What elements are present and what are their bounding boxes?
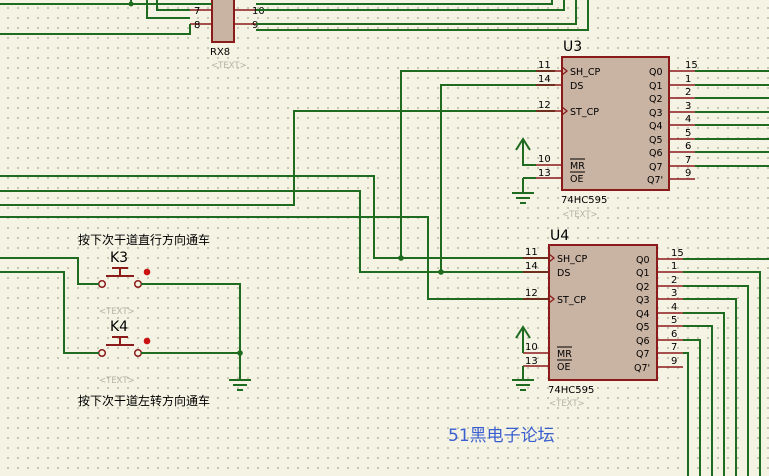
- u3-out-num-9: 9: [685, 168, 691, 179]
- u4-out-num-5: 5: [671, 315, 677, 326]
- u3-pin-name-sh-cp: SH_CP: [570, 67, 601, 78]
- u3-pin-name-oe: OE: [570, 174, 583, 185]
- u3-out-name-q7-prime: Q7': [647, 175, 663, 186]
- rx8-resistor-network[interactable]: 7 8 10 9 RX8 <TEXT>: [190, 0, 265, 71]
- rx8-wires: [0, 0, 589, 35]
- u3-part-label: 74HC595: [561, 195, 607, 206]
- k3-ref-label: K3: [110, 250, 128, 266]
- u3-out-name-q2: Q2: [649, 94, 663, 105]
- forum-watermark: 51黑电子论坛: [448, 426, 555, 446]
- u4-pin-num-13: 13: [525, 356, 538, 367]
- u3-pin-num-12: 12: [538, 100, 551, 111]
- u4-pin-name-mr: MR: [557, 349, 572, 360]
- rx8-body: [211, 0, 235, 43]
- u4-out-name-q1: Q1: [636, 268, 650, 279]
- rx8-pin-9: 9: [252, 20, 258, 31]
- u4-out-name-q4: Q4: [636, 309, 650, 320]
- u4-ground-icon: [512, 379, 534, 391]
- u3-out-name-q0: Q0: [649, 67, 663, 78]
- u4-part-label: 74HC595: [548, 385, 594, 396]
- rx8-pin-8: 8: [194, 20, 200, 31]
- u3-ref-label: U3: [563, 39, 582, 55]
- k3-caption: 按下次干道直行方向通车: [78, 232, 210, 247]
- u4-out-name-q0: Q0: [636, 255, 650, 266]
- u3-out-num-4: 4: [685, 114, 691, 125]
- u3-pin-name-mr: MR: [570, 161, 585, 172]
- u3-pin-num-11: 11: [538, 60, 551, 71]
- rx8-pin-10: 10: [252, 6, 265, 17]
- u3-output-wires: [695, 70, 769, 167]
- u3-out-num-6: 6: [685, 141, 691, 152]
- u4-pin-name-ds: DS: [557, 268, 570, 279]
- u3-text-placeholder: <TEXT>: [562, 210, 598, 220]
- u4-out-name-q7: Q7: [636, 349, 650, 360]
- u4-out-num-1: 1: [671, 261, 677, 272]
- u4-out-num-15: 15: [671, 248, 684, 259]
- u4-supply-wiring: [512, 325, 534, 391]
- u4-pin-name-sh-cp: SH_CP: [557, 254, 588, 265]
- u4-out-num-2: 2: [671, 275, 677, 286]
- u4-pin-num-11: 11: [525, 247, 538, 258]
- u3-ground-icon: [512, 192, 534, 204]
- u4-pin-num-14: 14: [525, 261, 538, 272]
- u4-out-num-3: 3: [671, 288, 677, 299]
- u4-pin-name-st-cp: ST_CP: [557, 295, 586, 306]
- u3-pin-name-st-cp: ST_CP: [570, 107, 599, 118]
- u3-out-num-5: 5: [685, 128, 691, 139]
- u4-out-num-6: 6: [671, 329, 677, 340]
- u3-out-name-q6: Q6: [649, 148, 663, 159]
- u4-out-name-q6: Q6: [636, 336, 650, 347]
- u4-out-name-q7-prime: Q7': [634, 363, 650, 374]
- u4-pin-name-oe: OE: [557, 362, 570, 373]
- u4-power-arrow-icon: [515, 325, 531, 339]
- rx8-ref-label: RX8: [210, 47, 230, 58]
- u3-out-num-15: 15: [685, 60, 698, 71]
- u4-pin-num-12: 12: [525, 288, 538, 299]
- k4-switch[interactable]: K4 <TEXT> 按下次干道左转方向通车: [78, 319, 210, 408]
- u3-out-num-2: 2: [685, 87, 691, 98]
- k3-contact-indicator-icon: [143, 268, 151, 276]
- k4-ref-label: K4: [110, 319, 128, 335]
- u3-out-name-q3: Q3: [649, 108, 663, 119]
- u3-pin-num-10: 10: [538, 154, 551, 165]
- u4-ref-label: U4: [550, 228, 569, 244]
- u4-out-name-q3: Q3: [636, 295, 650, 306]
- u3-out-name-q4: Q4: [649, 121, 663, 132]
- k3-text-placeholder: <TEXT>: [99, 307, 135, 317]
- u3-pin-num-14: 14: [538, 74, 551, 85]
- k4-contact-indicator-icon: [143, 337, 151, 345]
- rx8-text-placeholder: <TEXT>: [211, 61, 247, 71]
- switch-ground-icon: [229, 379, 251, 391]
- switch-wires: [0, 257, 251, 391]
- u3-out-name-q1: Q1: [649, 81, 663, 92]
- u3-pin-num-13: 13: [538, 168, 551, 179]
- u3-power-arrow-icon: [515, 137, 531, 151]
- u3-out-num-7: 7: [685, 155, 691, 166]
- u4-chip[interactable]: U4 74HC595 <TEXT> 11 14 12 10 13 SH_CP D…: [523, 228, 684, 409]
- u3-out-name-q5: Q5: [649, 135, 663, 146]
- u3-pin-name-ds: DS: [570, 81, 583, 92]
- u4-out-num-4: 4: [671, 302, 677, 313]
- u3-body: [561, 56, 670, 191]
- u4-pin-num-10: 10: [525, 342, 538, 353]
- u4-out-name-q5: Q5: [636, 322, 650, 333]
- k3-switch[interactable]: 按下次干道直行方向通车 K3 <TEXT>: [78, 232, 210, 317]
- u3-out-name-q7: Q7: [649, 162, 663, 173]
- u4-text-placeholder: <TEXT>: [549, 399, 585, 409]
- u4-output-wires: [683, 258, 769, 476]
- u3-supply-wiring: [512, 137, 536, 204]
- u3-out-num-3: 3: [685, 101, 691, 112]
- u4-out-name-q2: Q2: [636, 282, 650, 293]
- u4-out-num-9: 9: [671, 356, 677, 367]
- u3-out-num-1: 1: [685, 74, 691, 85]
- control-wires: [0, 70, 555, 300]
- u3-chip[interactable]: U3 74HC595 <TEXT> 11 14 12 10 13 SH_CP D…: [536, 39, 698, 220]
- u4-body: [548, 244, 658, 381]
- rx8-pin-7: 7: [194, 6, 200, 17]
- k4-text-placeholder: <TEXT>: [99, 376, 135, 386]
- u4-out-num-7: 7: [671, 342, 677, 353]
- k4-caption: 按下次干道左转方向通车: [78, 393, 210, 408]
